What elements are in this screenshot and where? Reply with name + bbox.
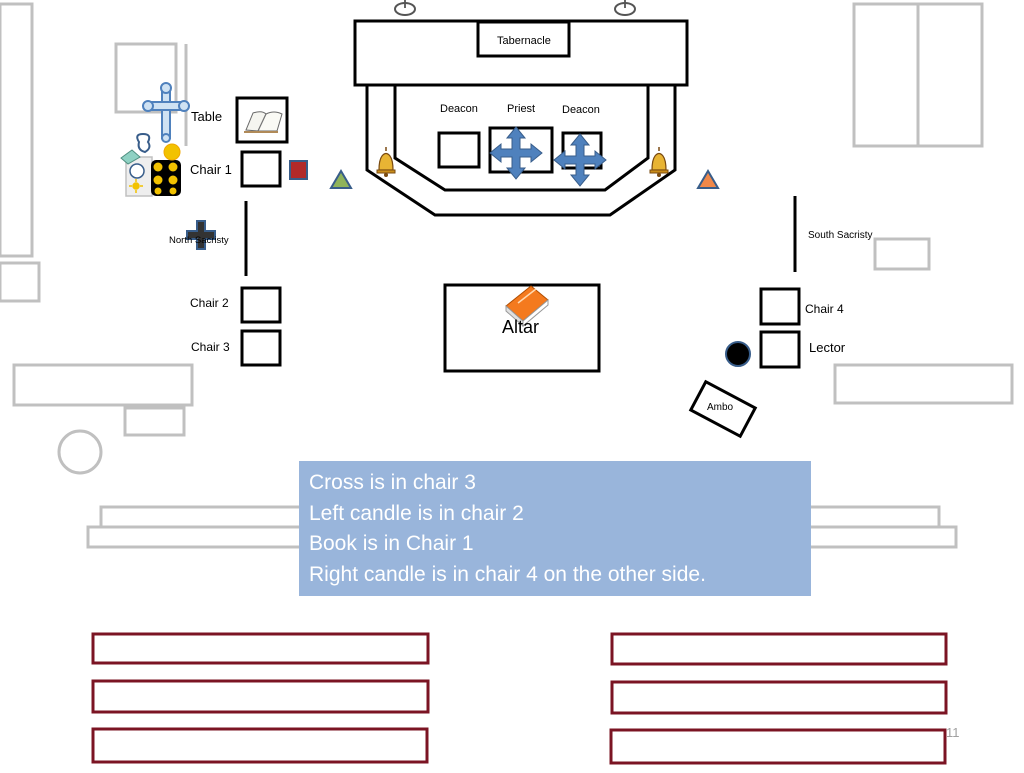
pew-right-3 xyxy=(609,728,947,765)
note-line: Book is in Chair 1 xyxy=(309,532,474,555)
closed-book-icon xyxy=(505,285,549,328)
tabernacle-box xyxy=(476,20,571,58)
right-side-bench xyxy=(833,363,1014,405)
south-sacristy-box xyxy=(873,237,931,271)
south-sacristy-label: South Sacristy xyxy=(808,230,873,241)
left-wall-box xyxy=(0,261,41,303)
note-line: Right candle is in chair 4 on the other … xyxy=(309,562,706,586)
dark-cross-icon xyxy=(186,220,216,250)
triangle-marker-icon xyxy=(696,169,720,189)
north-sacristy-label: North Sacristy xyxy=(169,235,229,246)
ambo-label: Ambo xyxy=(707,402,734,413)
open-book-icon xyxy=(244,111,283,133)
altar-label: Altar xyxy=(502,317,540,337)
lector-label: Lector xyxy=(809,340,846,355)
page-number: 11 xyxy=(946,725,960,740)
chair-1-label: Chair 1 xyxy=(190,162,232,177)
bell-icon xyxy=(376,146,396,178)
priest-label: Priest xyxy=(507,103,536,115)
credence-outline xyxy=(114,42,178,114)
pew-right-1 xyxy=(610,632,948,666)
chair-2-label: Chair 2 xyxy=(190,296,229,310)
chair-2 xyxy=(240,286,282,324)
pew-left-3 xyxy=(91,727,429,764)
note-line: Cross is in chair 3 xyxy=(309,471,476,494)
chair-3-label: Chair 3 xyxy=(191,340,230,354)
tabernacle-area xyxy=(353,0,689,87)
pew-left-1 xyxy=(91,632,430,665)
instruction-note: Cross is in chair 3 Left candle is in ch… xyxy=(299,461,811,596)
chair-3 xyxy=(240,329,282,367)
chair-4 xyxy=(759,287,801,326)
lector-chair xyxy=(759,330,801,369)
pews xyxy=(91,632,948,765)
pew-right-2 xyxy=(610,680,948,715)
red-square-marker xyxy=(289,160,308,180)
lamp-left-icon xyxy=(394,2,416,16)
table-label: Table xyxy=(191,109,223,124)
deacon-right-label: Deacon xyxy=(562,104,600,116)
lamp-right-icon xyxy=(614,2,636,16)
left-small-bench xyxy=(123,406,186,437)
pew-left-2 xyxy=(91,679,430,714)
ambo-box xyxy=(688,379,758,439)
processional-cross-icon xyxy=(142,82,190,143)
lector-marker xyxy=(725,341,751,367)
sanctuary-rails xyxy=(365,86,677,217)
deacon-left-label: Deacon xyxy=(440,103,478,115)
tabernacle-label: Tabernacle xyxy=(497,35,551,47)
chair-4-label: Chair 4 xyxy=(805,302,844,316)
candle-holder-icon xyxy=(120,132,181,197)
bell-icon xyxy=(649,146,669,178)
triangle-marker-icon xyxy=(329,169,353,189)
left-wall-panel xyxy=(0,2,34,258)
left-side-bench xyxy=(12,363,194,407)
deacon-left-seat xyxy=(437,131,481,169)
chair-1 xyxy=(240,150,282,188)
font-circle xyxy=(57,429,103,475)
wall-outlines xyxy=(0,2,1014,549)
note-line: Left candle is in chair 2 xyxy=(309,501,524,525)
